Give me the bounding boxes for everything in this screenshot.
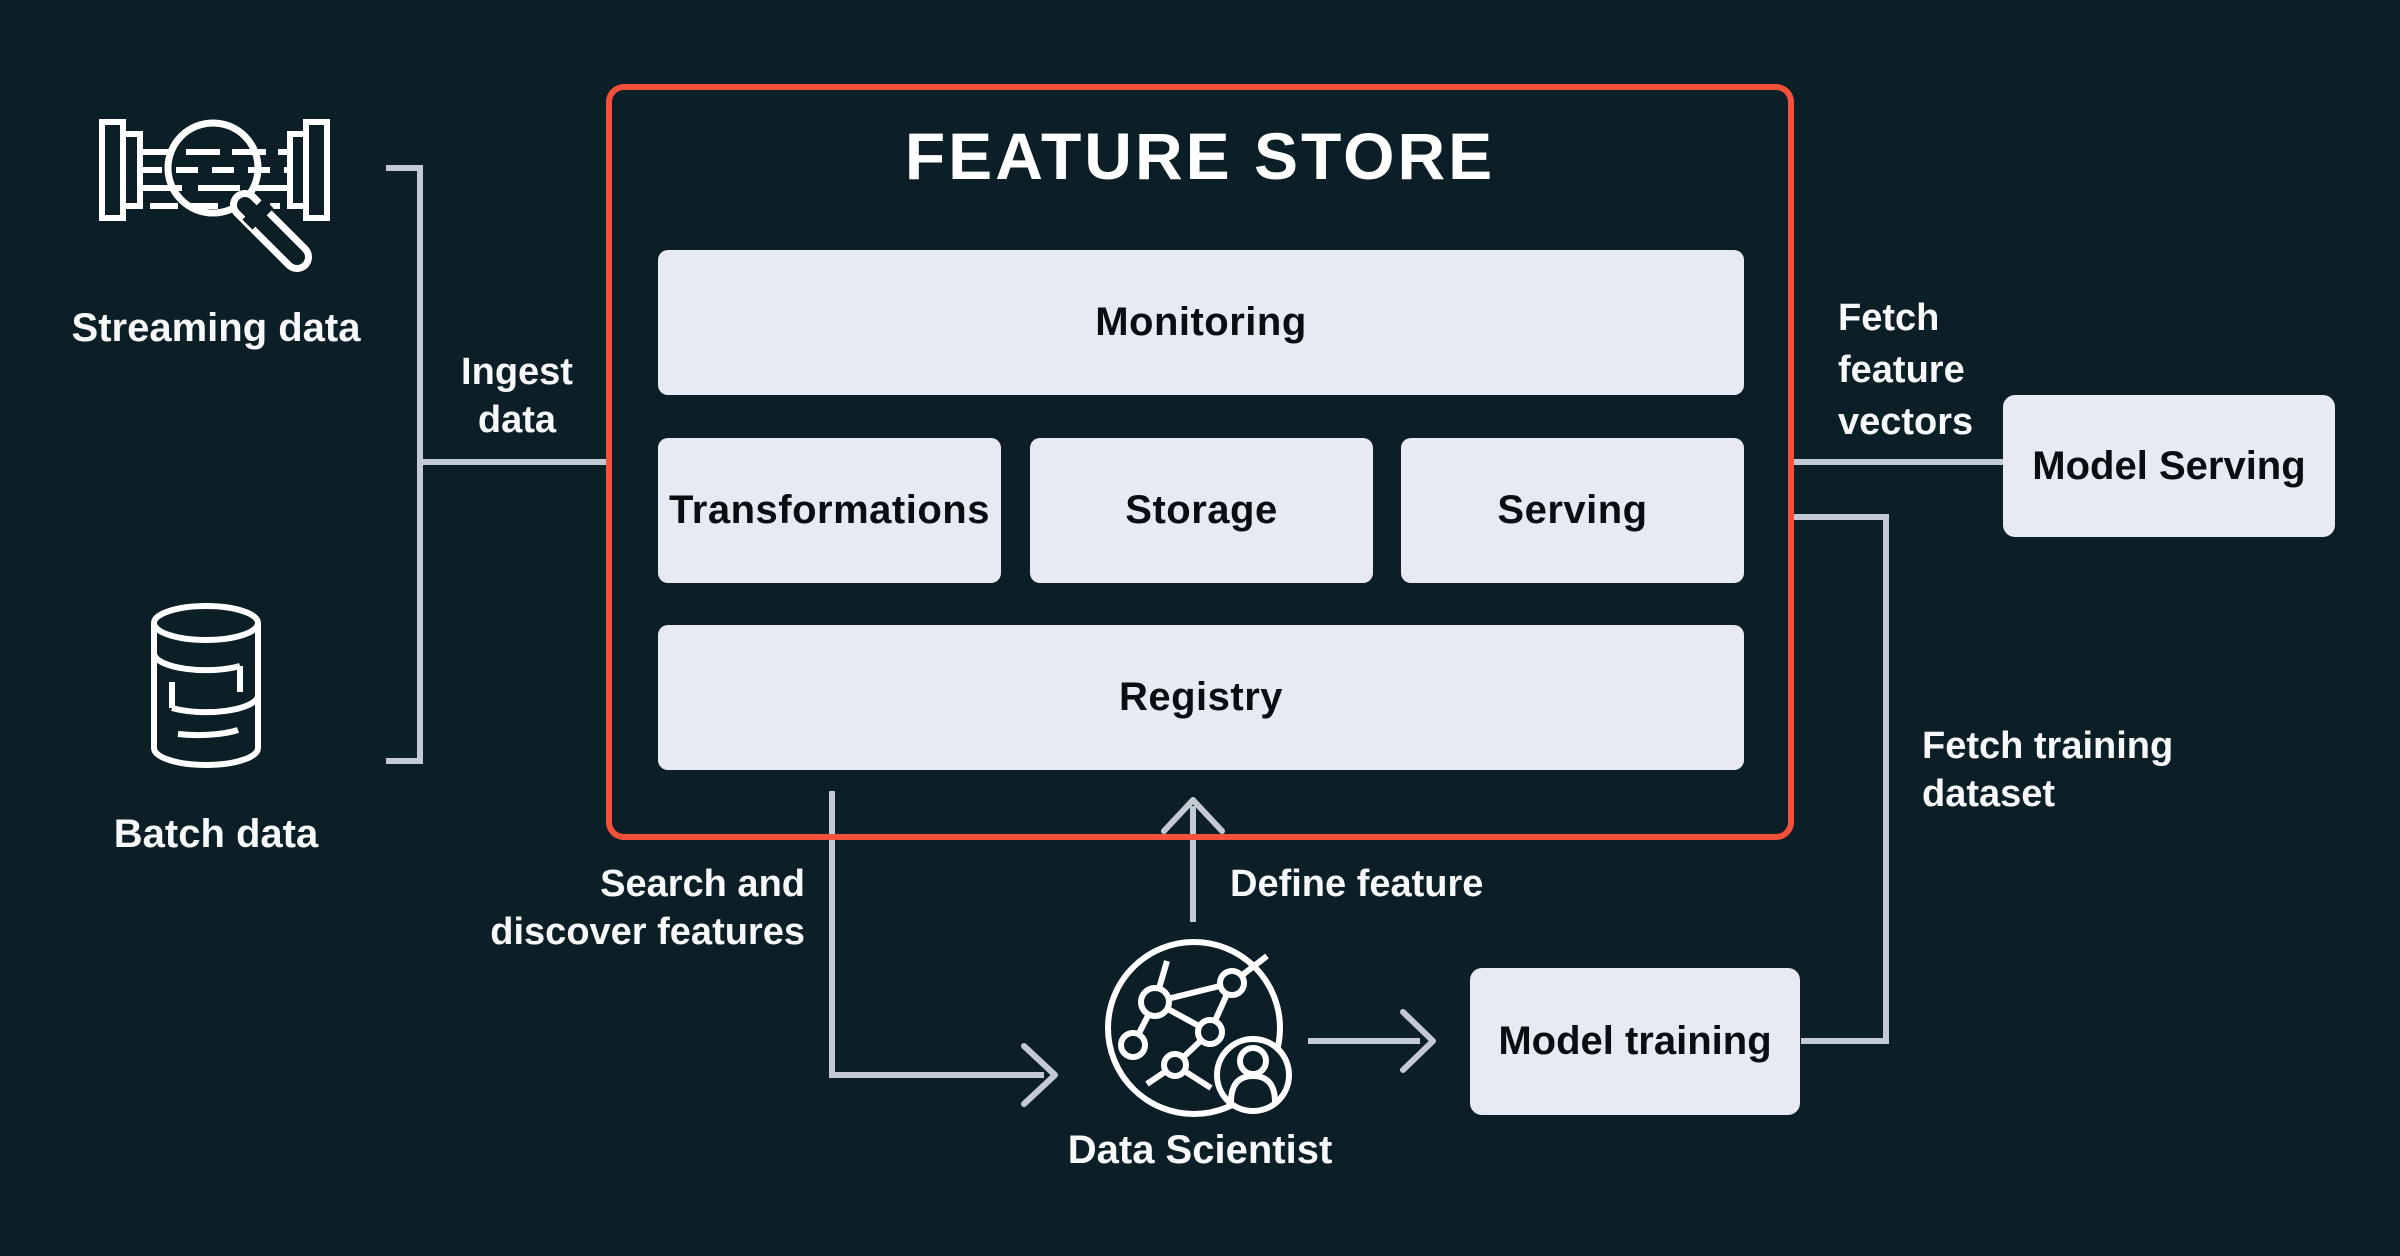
streaming-data-label: Streaming data xyxy=(71,306,361,350)
arrow-right-icon xyxy=(1400,1009,1436,1073)
monitoring-label: Monitoring xyxy=(1095,300,1307,344)
storage-label: Storage xyxy=(1125,488,1278,532)
define-feature-label: Define feature xyxy=(1230,863,1484,905)
feature-store-frame xyxy=(606,84,1794,840)
serving-box: Serving xyxy=(1401,438,1744,583)
transformations-label: Transformations xyxy=(669,488,990,532)
registry-label: Registry xyxy=(1118,675,1284,719)
source-bracket xyxy=(386,165,423,764)
arrow-up-icon xyxy=(1161,797,1225,834)
feature-store-title: FEATURE STORE xyxy=(904,119,1496,193)
model-training-label: Model training xyxy=(1498,1019,1772,1063)
network-person-icon xyxy=(1105,939,1292,1117)
batch-data-label: Batch data xyxy=(113,812,319,856)
model-training-box: Model training xyxy=(1470,968,1800,1115)
fetch-training-line xyxy=(1794,514,1889,1044)
data-scientist-label: Data Scientist xyxy=(1067,1128,1333,1172)
fetch-vectors-label: Fetch feature vectors xyxy=(1838,297,1974,443)
monitoring-box: Monitoring xyxy=(658,250,1744,395)
model-serving-label: Model Serving xyxy=(2032,443,2306,488)
pipeline-magnifier-icon xyxy=(99,119,330,272)
database-icon xyxy=(151,603,261,768)
storage-box: Storage xyxy=(1030,438,1373,583)
fetch-training-label: Fetch training dataset xyxy=(1922,725,2174,815)
transformations-box: Transformations xyxy=(658,438,1001,583)
arrow-right-icon xyxy=(1021,1043,1058,1107)
search-discover-label: Search and discover features xyxy=(490,863,805,953)
search-discover-line xyxy=(829,791,1044,1078)
ingest-data-label: Ingest data xyxy=(461,351,573,441)
serving-label: Serving xyxy=(1497,488,1648,532)
model-serving-box: Model Serving xyxy=(2003,395,2335,537)
registry-box: Registry xyxy=(658,625,1744,770)
